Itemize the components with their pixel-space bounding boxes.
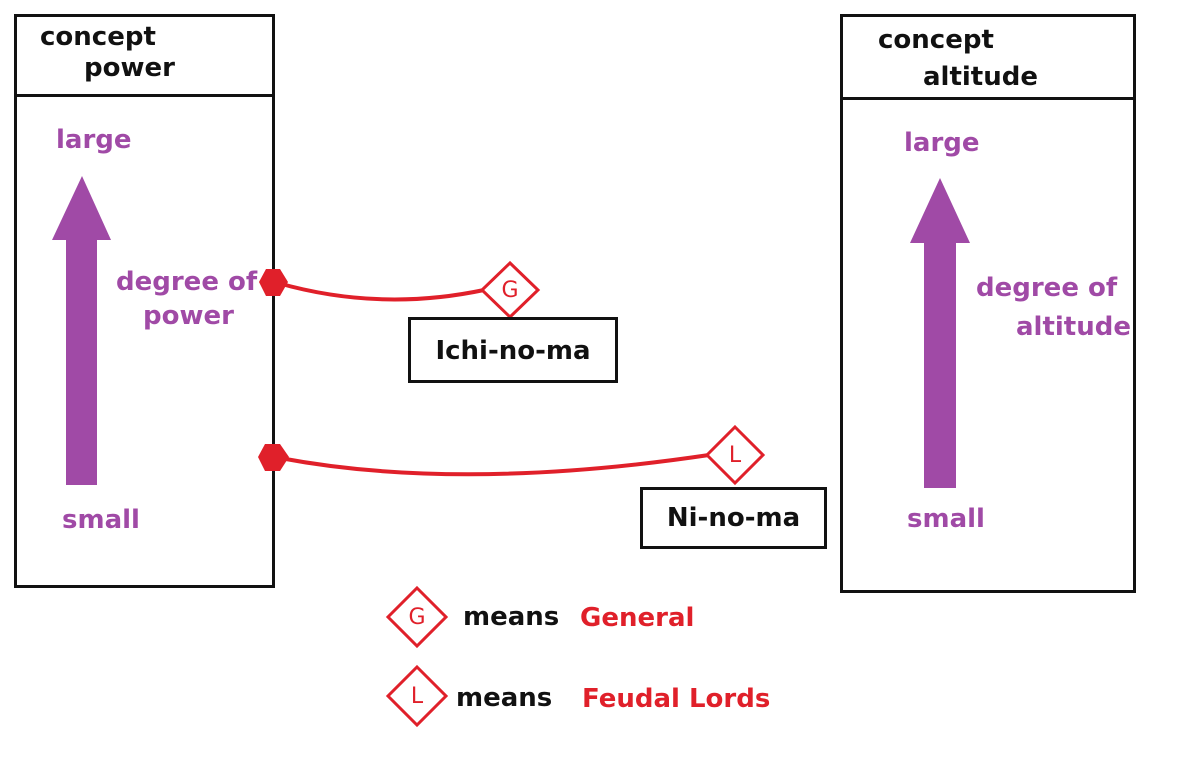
right-degree-label-line2: altitude [1016, 312, 1131, 342]
connector-endpoint-ni [258, 444, 289, 471]
right-up-arrow [910, 178, 970, 488]
right-panel-title-box [840, 14, 1136, 102]
right-panel-title-line1: concept [878, 25, 994, 55]
right-panel-title-line2: altitude [923, 62, 1038, 92]
connector-endpoint-ichi [259, 269, 288, 296]
left-small-label: small [62, 505, 140, 535]
ni-no-ma-box [640, 487, 827, 549]
left-up-arrow [52, 176, 111, 485]
left-degree-label-line1: degree of [116, 267, 258, 297]
ichi-no-ma-label: Ichi-no-ma [435, 336, 591, 366]
right-panel-box [840, 97, 1136, 593]
left-panel-title-line2: power [84, 53, 175, 83]
right-large-label: large [904, 128, 980, 158]
diamond-g-node-letter: G [501, 278, 519, 303]
left-panel-title-line1: concept [40, 22, 156, 52]
connector-line-ni [279, 453, 710, 477]
left-panel-box [14, 94, 275, 588]
diamond-l-node-letter: L [728, 443, 742, 468]
legend-g-meaning: General [580, 603, 695, 633]
legend-g-means: means [463, 602, 560, 632]
connector-line-ichi [277, 281, 485, 302]
left-large-label: large [56, 125, 132, 155]
legend-diamond-l-letter: L [410, 684, 424, 709]
legend-diamond-l [385, 664, 449, 728]
ni-no-ma-label: Ni-no-ma [666, 503, 801, 533]
diamond-l-node [704, 424, 766, 486]
legend-diamond-g [385, 585, 449, 649]
legend-l-meaning: Feudal Lords [582, 684, 771, 714]
right-small-label: small [907, 504, 985, 534]
legend-diamond-g-letter: G [408, 605, 426, 630]
right-degree-label-line1: degree of [976, 273, 1118, 303]
ichi-no-ma-box [408, 317, 618, 383]
left-degree-label-line2: power [143, 301, 234, 331]
legend-l-means: means [456, 683, 553, 713]
left-panel-title-box [14, 14, 275, 98]
